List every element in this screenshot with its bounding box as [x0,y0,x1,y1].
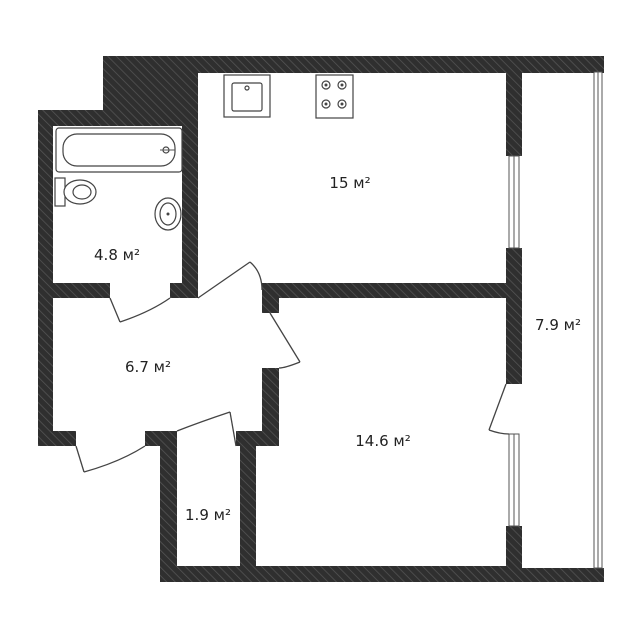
door-entrance [75,445,146,473]
balcony-glazing [593,71,603,569]
door-kitchen [197,261,263,299]
wall-bath-top [38,110,198,126]
wall-hall-living-top [262,283,279,313]
door-storage [176,411,237,447]
wall-top [103,56,604,73]
room-label-living: 14.6 м² [355,432,411,450]
room-label-hallway: 6.7 м² [125,358,171,376]
door-living [269,312,301,369]
wall-bottom [160,566,522,582]
wall-storage-left [160,431,177,582]
window-kitchen [508,155,520,249]
toilet-icon [54,177,97,207]
wall-right-inner-top [506,56,522,156]
wall-hall-bottom-left [38,431,76,446]
bathtub-icon [55,127,183,173]
stove-icon [315,74,354,119]
wall-balcony-bottom [506,568,604,582]
wall-bath-bottom-left [38,283,110,298]
washbasin-icon [154,197,182,231]
room-label-kitchen: 15 м² [329,174,370,192]
wall-kitchen-bottom [262,283,522,298]
room-label-balcony: 7.9 м² [535,316,581,334]
wall-right-inner-mid [506,248,522,384]
wall-bath-kitchen [182,56,198,298]
room-label-storage: 1.9 м² [185,506,231,524]
sink-icon [223,74,271,118]
door-balcony [488,383,510,435]
room-label-bathroom: 4.8 м² [94,246,140,264]
window-living [508,433,520,527]
wall-hall-living-bottom [262,368,279,446]
door-bathroom [109,297,171,323]
wall-storage-right [240,431,256,582]
walls [38,56,604,582]
wall-left [38,110,53,446]
wall-bath-bottom-right [170,283,198,298]
